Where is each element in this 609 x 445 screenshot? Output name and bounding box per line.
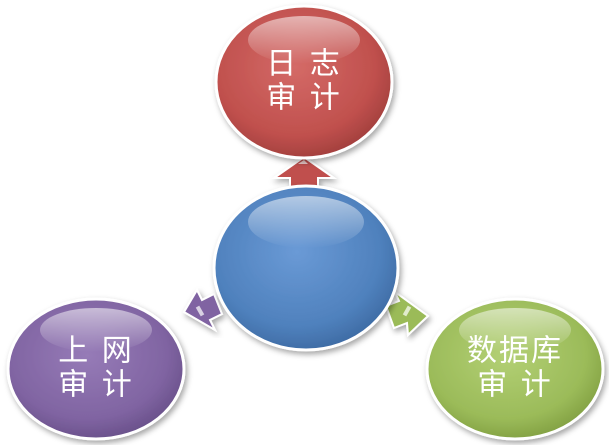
top-node: 日 志 审 计	[214, 4, 394, 160]
left-node-line1: 上 网	[58, 334, 134, 369]
right-node-line2: 审 计	[477, 368, 553, 403]
arrow-to-right	[384, 288, 430, 338]
left-node: 上 网 审 计	[6, 297, 186, 441]
center-node	[212, 184, 400, 352]
top-node-line2: 审 计	[266, 81, 342, 116]
right-node: 数据库 审 计	[425, 297, 605, 441]
left-node-line2: 审 计	[58, 368, 134, 403]
right-node-line1: 数据库	[467, 334, 563, 369]
top-node-line1: 日 志	[266, 47, 342, 82]
arrow-to-left	[182, 287, 224, 333]
